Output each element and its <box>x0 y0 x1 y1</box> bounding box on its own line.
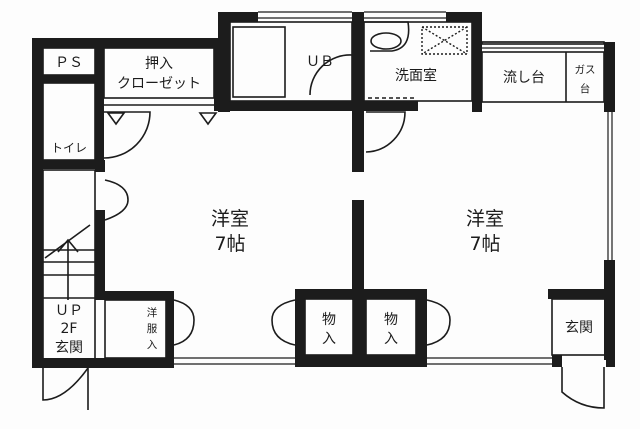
room-label-western-2-a: 洋室 <box>466 208 504 230</box>
room-label-stairs-1: ＵＰ <box>55 303 83 319</box>
room-label-closet-2: クローゼット <box>117 76 201 92</box>
room-label-storage-2b: 入 <box>384 331 398 347</box>
thin-lines <box>33 11 613 410</box>
room-label-wardrobe-1: 洋 <box>147 306 158 319</box>
room-label-ps: ＰＳ <box>55 55 83 71</box>
room-label-gas-1: ガス <box>575 64 596 76</box>
room-label-stairs-2: 2F <box>61 321 78 337</box>
room-label-wardrobe-3: 入 <box>147 339 158 351</box>
room-label-wardrobe-2: 服 <box>147 323 158 335</box>
room-label-unit-bath: ＵＢ <box>306 54 334 70</box>
room-label-closet-1: 押入 <box>145 56 173 72</box>
room-label-western-1-b: 7帖 <box>214 233 245 255</box>
room-label-western-1-a: 洋室 <box>211 208 249 230</box>
room-label-toilet: トイレ <box>51 141 87 155</box>
room-label-storage-1a: 物 <box>322 312 336 328</box>
room-label-storage-2a: 物 <box>384 312 398 328</box>
labels: ＰＳ 押入 クローゼット トイレ ＵＢ 洗面室 流し台 ガス 台 洋室 7帖 洋… <box>51 54 596 356</box>
room-label-western-2-b: 7帖 <box>469 233 500 255</box>
room-label-sink: 流し台 <box>503 70 545 86</box>
room-label-washroom: 洗面室 <box>395 67 437 84</box>
room-label-stairs-3: 玄関 <box>55 339 83 356</box>
room-label-storage-1b: 入 <box>322 331 336 347</box>
room-label-gas-2: 台 <box>580 82 591 95</box>
room-label-entrance: 玄関 <box>565 319 593 336</box>
